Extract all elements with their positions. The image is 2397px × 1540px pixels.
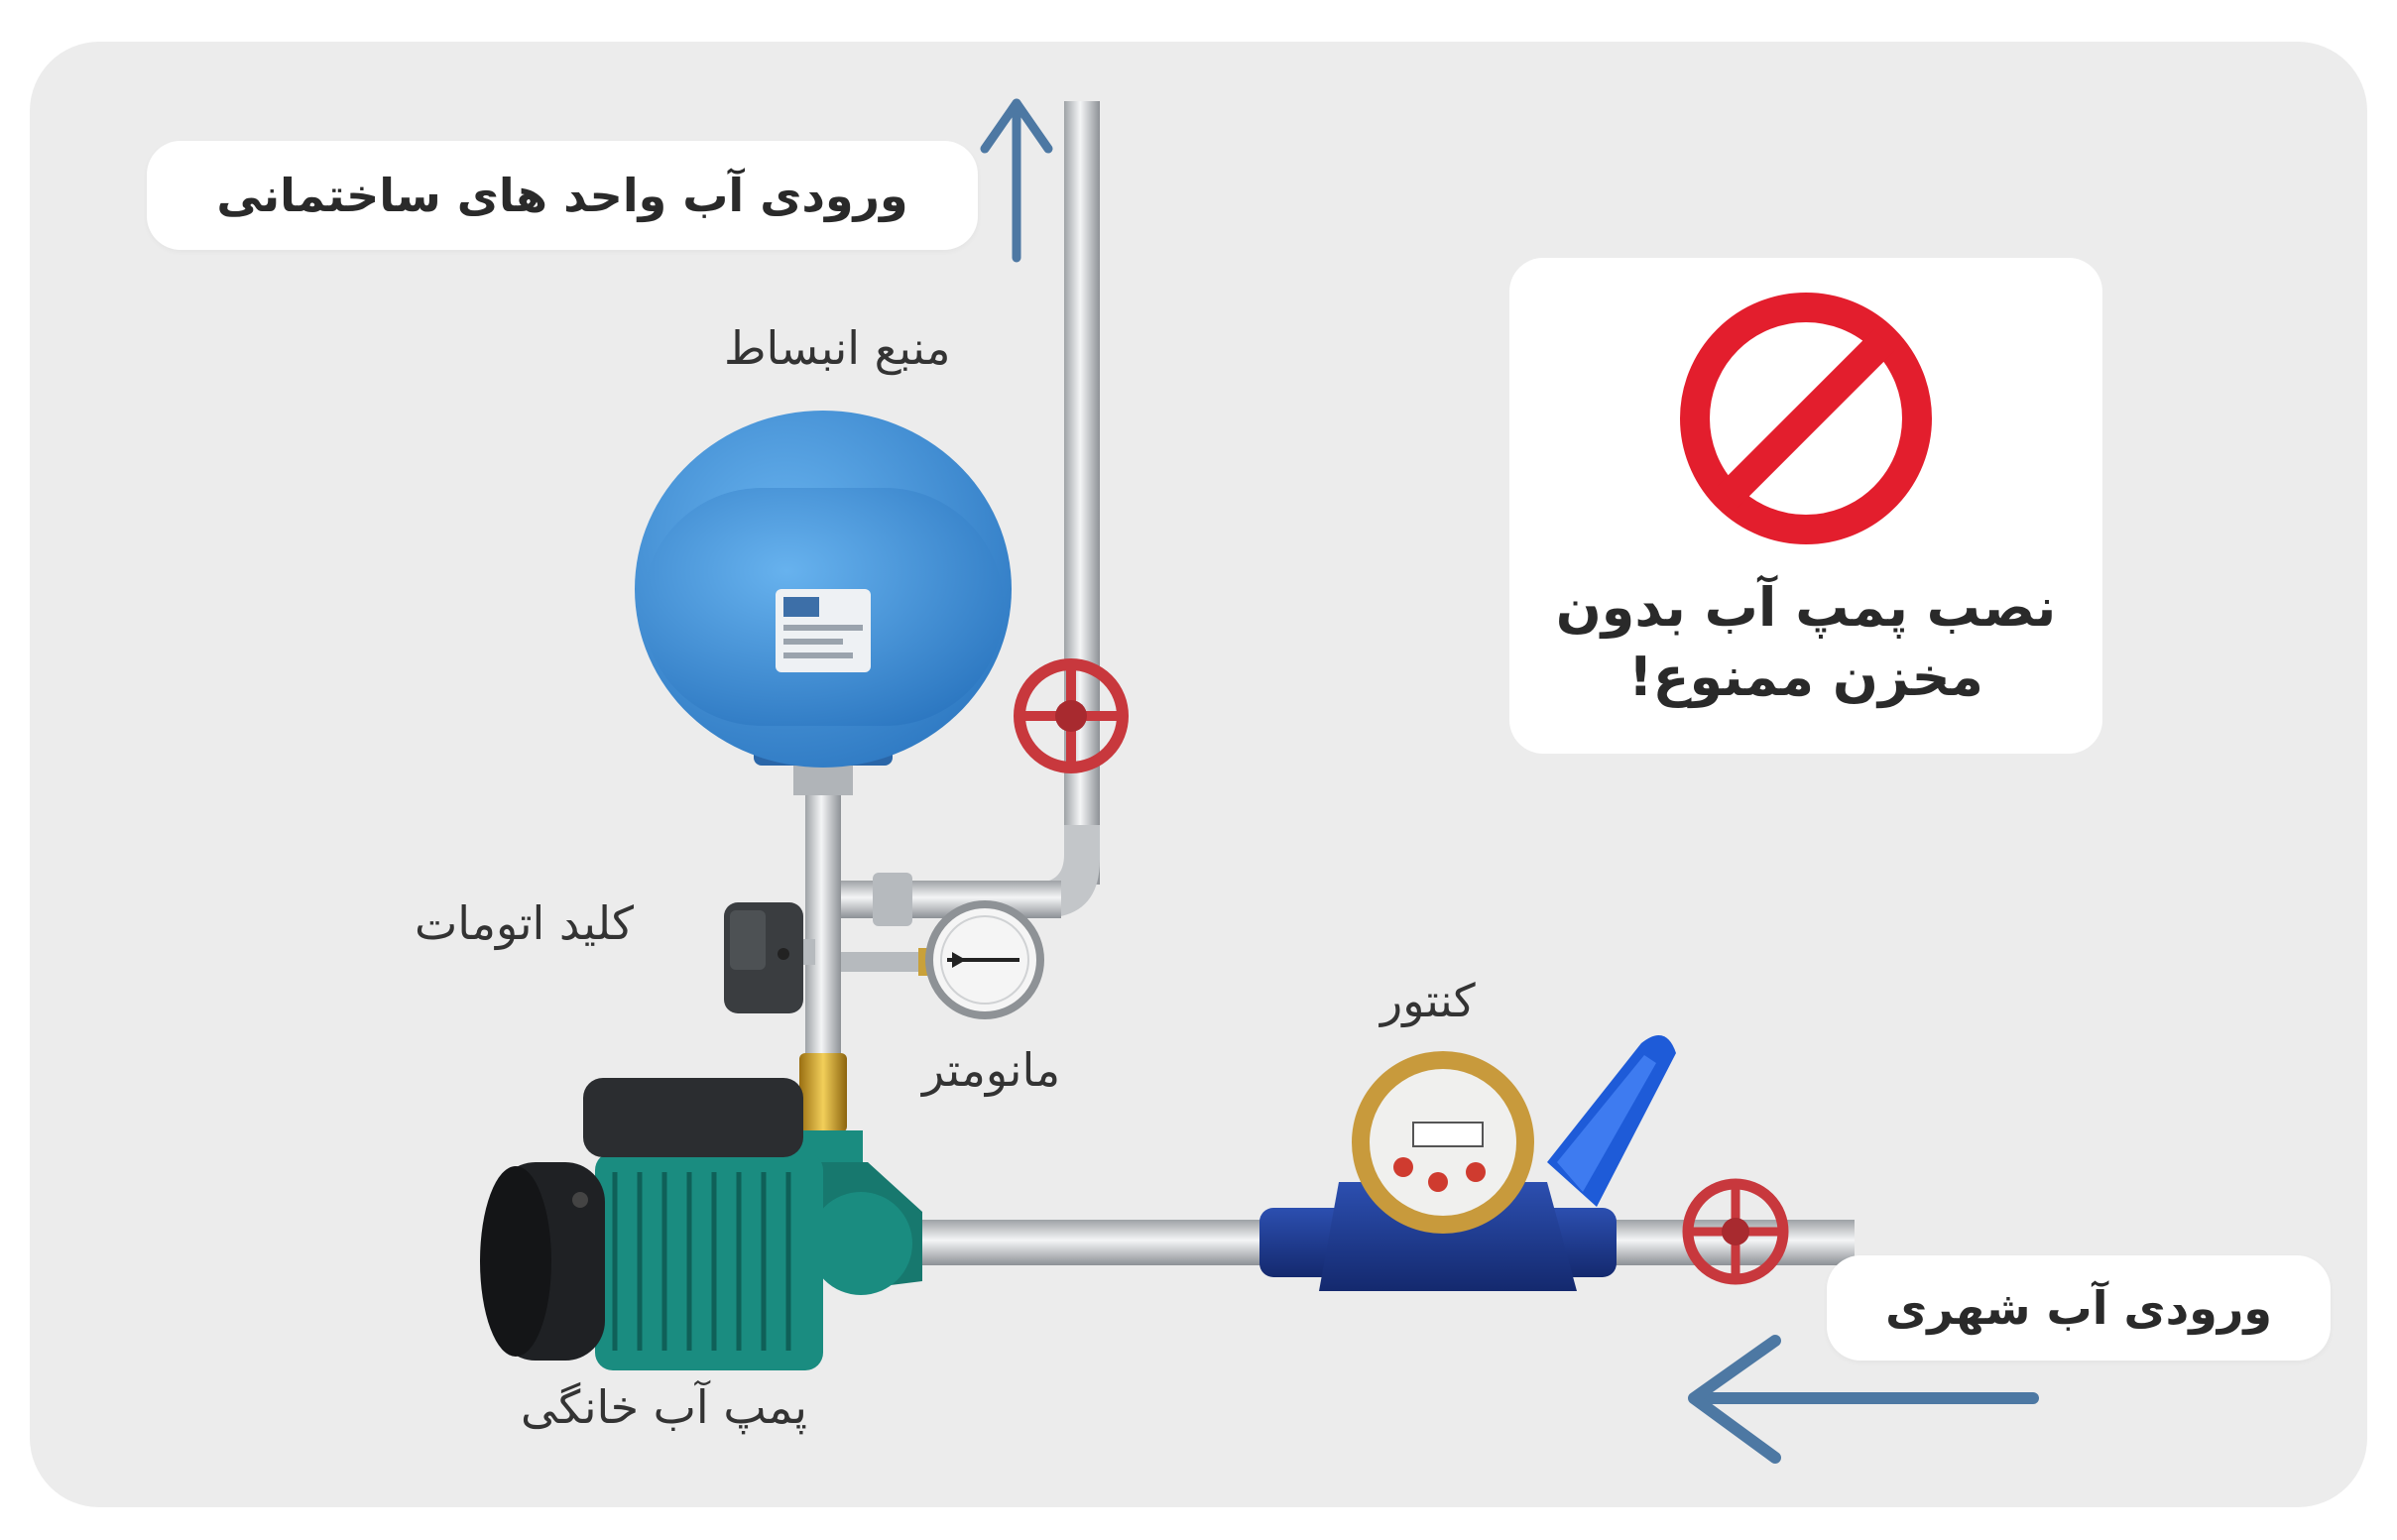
- home-pump-label: پمپ آب خانگی: [521, 1380, 807, 1434]
- water-meter-label: کنتور: [1380, 974, 1476, 1027]
- city-inlet-pill: ورودی آب شهری: [1827, 1255, 2331, 1361]
- building-inlet-pill: ورودی آب واحد های ساختمانی: [147, 141, 978, 250]
- warning-line-2: مخزن ممنوع!: [1628, 646, 1983, 708]
- diagram-panel: ورودی آب واحد های ساختمانی منبع انبساط ک…: [30, 42, 2367, 1507]
- prohibited-icon: [1680, 293, 1932, 544]
- left-arrow: [1688, 1335, 2039, 1464]
- expansion-tank: [635, 411, 1012, 768]
- warning-text: نصب پمپ آب بدون مخزن ممنوع!: [1509, 573, 2102, 712]
- manometer-gauge-icon: [841, 900, 1044, 1019]
- warning-card: نصب پمپ آب بدون مخزن ممنوع!: [1509, 258, 2102, 754]
- inlet-valve-icon: [1682, 1178, 1789, 1285]
- plumbing-diagram: [480, 98, 2039, 1464]
- home-pump: [480, 1078, 922, 1370]
- city-inlet-label: ورودی آب شهری: [1885, 1281, 2272, 1335]
- brass-fitting: [799, 1053, 847, 1132]
- manifold-pipe: [805, 756, 841, 1053]
- warning-line-1: نصب پمپ آب بدون: [1555, 576, 2057, 639]
- pressure-switch: [724, 902, 815, 1013]
- water-meter: [1259, 1035, 1676, 1291]
- riser-valve-icon: [1014, 658, 1129, 773]
- up-arrow: [980, 98, 1053, 263]
- manometer-label: مانومتر: [922, 1043, 1061, 1097]
- branch-pipe: [823, 881, 1061, 918]
- auto-switch-label: کلید اتومات: [415, 896, 635, 950]
- expansion-tank-label: منبع انبساط: [724, 321, 951, 375]
- building-inlet-label: ورودی آب واحد های ساختمانی: [216, 169, 908, 222]
